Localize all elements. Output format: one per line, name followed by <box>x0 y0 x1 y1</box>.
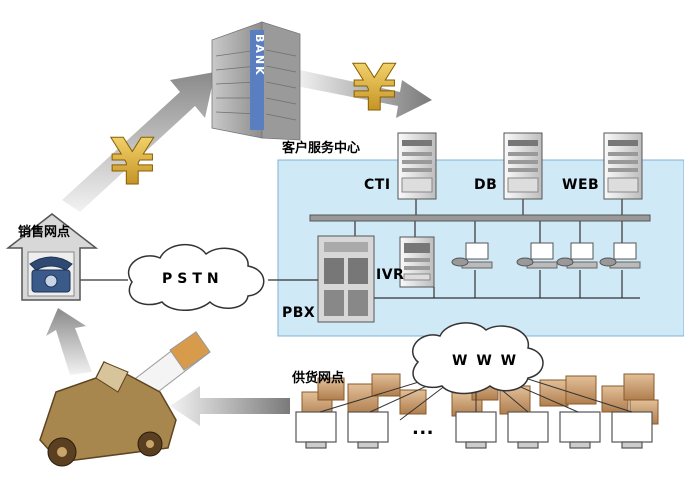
server-cti-icon <box>397 132 437 200</box>
supply-point-cluster <box>295 371 659 449</box>
ellipsis-label: ... <box>412 418 435 439</box>
www-cloud <box>412 322 544 395</box>
server-web-icon <box>603 132 643 200</box>
web-label: WEB <box>562 177 600 193</box>
db-label: DB <box>474 177 498 193</box>
yen-symbol-right: ¥ <box>352 52 397 126</box>
pstn-cloud <box>76 244 318 311</box>
pbx-label: PBX <box>282 305 316 321</box>
cargo-truck-icon <box>39 360 177 467</box>
agent-station-icon <box>599 242 641 269</box>
pstn-label: PSTN <box>162 271 224 287</box>
server-db-icon <box>503 132 543 200</box>
svg-text:¥: ¥ <box>352 52 397 126</box>
arrow-sales-to-bank <box>62 72 215 212</box>
arrow-truck-to-sales <box>46 308 92 375</box>
arrow-supply-to-truck <box>170 386 290 426</box>
yen-symbol-left: ¥ <box>110 126 155 200</box>
www-label: W W W <box>452 353 519 369</box>
servers <box>397 132 643 200</box>
bank-building-icon <box>211 21 301 141</box>
telephone-icon <box>29 256 73 293</box>
svg-text:¥: ¥ <box>110 126 155 200</box>
pbx-cabinet-icon <box>317 235 375 323</box>
ivr-unit-icon <box>399 236 435 288</box>
sales-point-label: 销售网点 <box>18 225 71 240</box>
cti-label: CTI <box>364 177 391 193</box>
agent-station-icon <box>451 242 493 269</box>
arrow-bank-to-right <box>296 70 432 118</box>
agent-station-icon <box>556 242 598 269</box>
call-center-label: 客户服务中心 <box>282 141 361 156</box>
computer-monitor-icon <box>295 411 653 449</box>
agent-workstations <box>451 242 641 269</box>
bank-sign-label: BANK <box>253 34 266 77</box>
flow-arrows <box>46 70 432 426</box>
ivr-label: IVR <box>376 267 405 283</box>
agent-station-icon <box>516 242 558 269</box>
supply-point-label: 供货网点 <box>292 371 345 386</box>
yen-symbol-icon: ¥ ¥ <box>110 52 398 201</box>
agent-lines <box>374 270 640 299</box>
lan-bus <box>309 199 651 243</box>
